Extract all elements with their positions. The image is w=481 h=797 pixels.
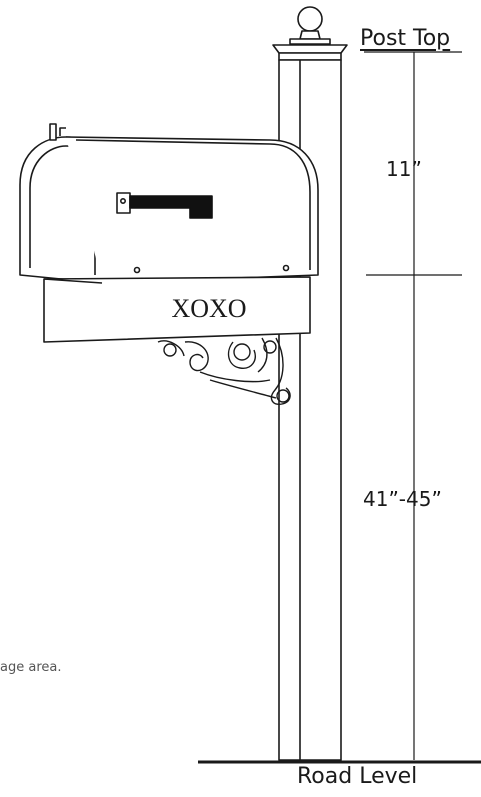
lower-dimension-label: 41”-45” — [363, 487, 442, 511]
upper-dimension-label: 11” — [386, 157, 422, 181]
name-plate — [43, 276, 311, 343]
scroll-bracket — [157, 337, 291, 405]
post-top-label: Post Top — [360, 26, 451, 51]
clipped-note-text: age area. — [0, 660, 62, 675]
road-level-label: Road Level — [297, 764, 418, 789]
mailbox — [19, 123, 319, 284]
dimension-line — [364, 51, 462, 760]
post-cap — [272, 44, 348, 61]
mailbox-flag — [116, 192, 213, 219]
mailbox-text: XOXO — [171, 294, 246, 323]
post-finial — [289, 6, 331, 45]
